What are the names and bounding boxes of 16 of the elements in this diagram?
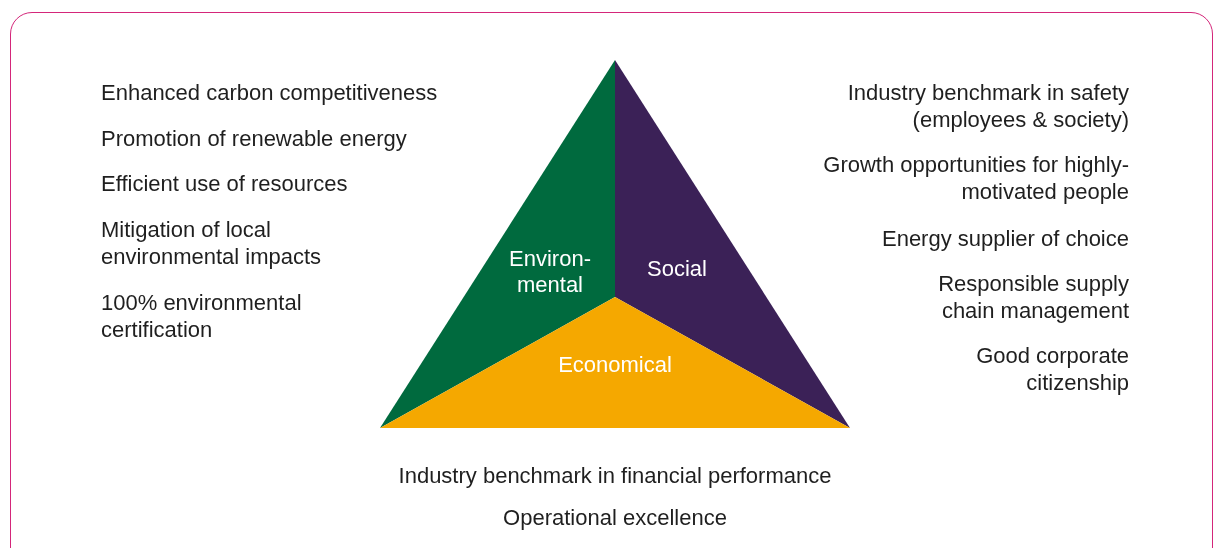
triangle-segment xyxy=(380,297,850,428)
pillar-goal-text: 100% environmental certification xyxy=(101,290,302,342)
segment-label: Environ- mental xyxy=(508,246,592,298)
pillar-goal-text: Efficient use of resources xyxy=(101,171,348,196)
segment-label: Economical xyxy=(557,352,673,378)
pillar-goal-text: Energy supplier of choice xyxy=(881,226,1129,251)
pillar-goal-text: Good corporate citizenship xyxy=(976,343,1129,395)
pillar-goal-text: Growth opportunities for highly-motivated people xyxy=(823,152,1129,204)
segment-label: Social xyxy=(646,256,708,282)
pillar-goal-text: Industry benchmark in safety (employees & society) xyxy=(847,80,1129,132)
pillar-goal-text: Responsible supply chain management xyxy=(938,271,1129,323)
pillar-goal-text: Promotion of renewable energy xyxy=(101,126,407,151)
pillar-goal-text: Operational excellence xyxy=(503,505,727,530)
pillar-goal-text: Mitigation of local environmental impacts xyxy=(101,217,322,269)
pillar-goal-text: Enhanced carbon competitiveness xyxy=(101,80,438,105)
pillar-goal-text: Industry benchmark in financial performance xyxy=(398,463,832,488)
